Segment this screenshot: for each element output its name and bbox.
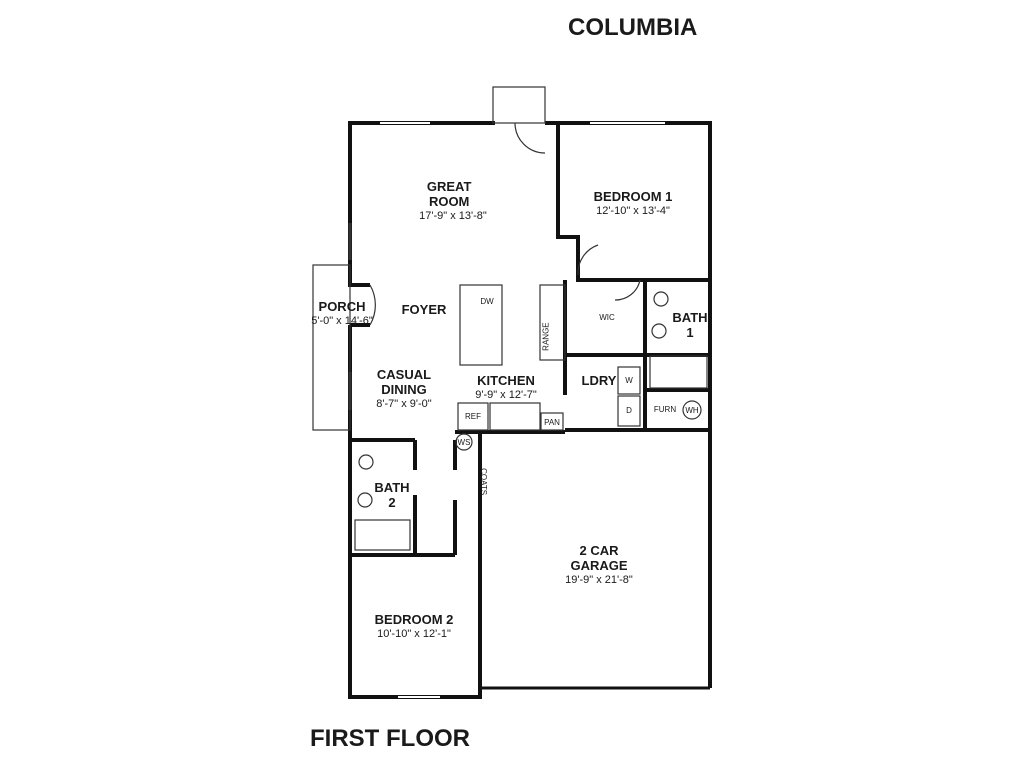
porch-slab (312, 264, 351, 431)
dryer-label: D (626, 406, 632, 415)
plan-title: COLUMBIA (568, 14, 698, 41)
wic-label: WIC (599, 313, 615, 322)
dishwasher-label: DW (480, 297, 494, 306)
range-label: RANGE (541, 322, 551, 351)
room-bath-2: BATH 2 (374, 480, 410, 510)
floor-label: FIRST FLOOR (310, 725, 470, 752)
pantry-label: PAN (544, 418, 560, 427)
room-laundry: LDRY (581, 373, 617, 388)
water-softener-label: WS (457, 438, 471, 447)
furnace-label: FURN (653, 405, 677, 414)
washer-label: W (625, 376, 633, 385)
room-foyer: FOYER (401, 302, 447, 317)
room-bath-1: BATH 1 (672, 310, 708, 340)
water-heater-label: WH (685, 406, 699, 415)
coats-closet-label: COATS (479, 468, 489, 496)
refrigerator-label: REF (465, 412, 481, 421)
